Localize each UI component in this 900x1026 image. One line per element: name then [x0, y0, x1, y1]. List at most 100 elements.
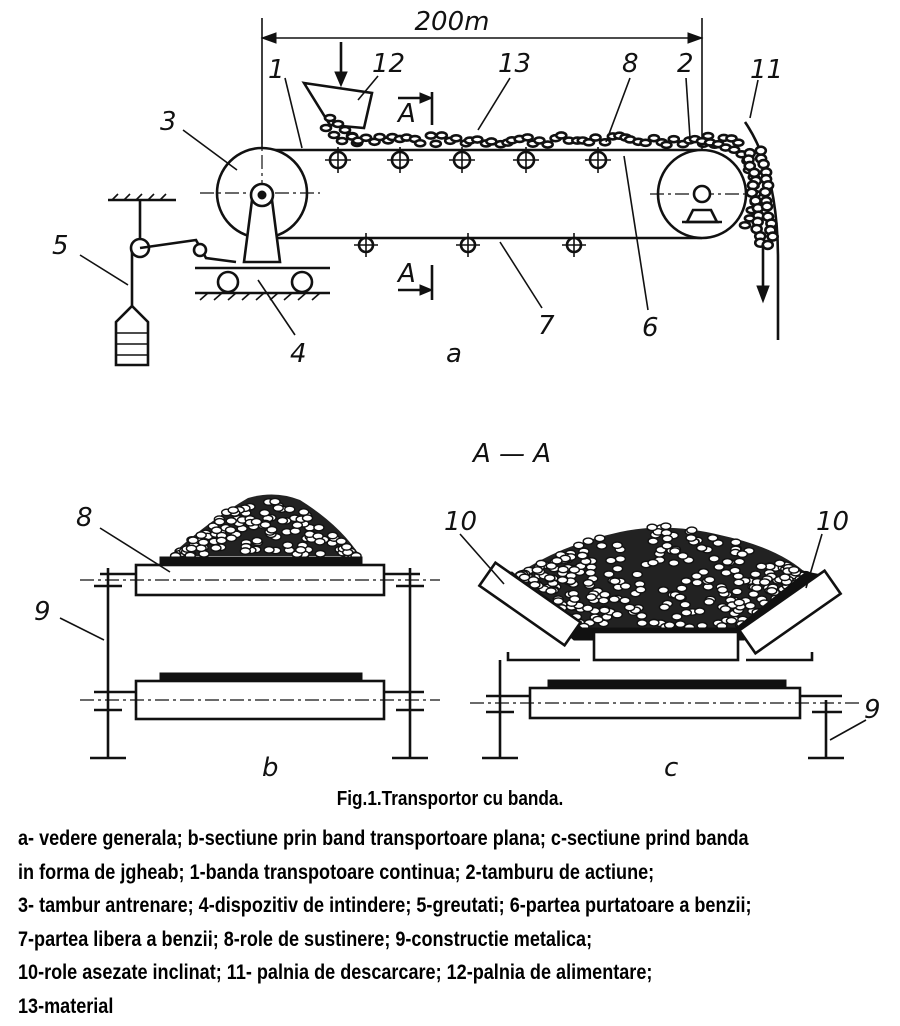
weights: [114, 304, 150, 367]
label-9-b: 9: [34, 597, 51, 627]
material-particle: [736, 550, 749, 559]
material-particle: [185, 544, 198, 553]
material-particle: [535, 559, 547, 568]
material-particle: [647, 558, 659, 567]
carrying-idler: [449, 147, 475, 173]
material-particle: [250, 517, 263, 526]
material-particle: [727, 145, 741, 155]
material-particle: [671, 612, 683, 621]
material-particle: [597, 596, 610, 605]
material-particle: [314, 537, 326, 546]
material-particle: [721, 557, 734, 566]
material-particle: [598, 606, 611, 615]
material-particle: [680, 577, 692, 585]
label-8-b: 8: [76, 503, 93, 533]
return-idler: [562, 233, 586, 257]
material-particle: [674, 620, 687, 629]
view-label-b: b: [262, 753, 279, 783]
feed-arrow-head: [334, 71, 348, 88]
label-7: 7: [538, 311, 555, 341]
legend-line: a- vedere generala; b-sectiune prin band…: [18, 827, 749, 850]
material-particle: [573, 541, 585, 550]
material-particle: [340, 543, 353, 551]
material-particle: [761, 239, 775, 251]
material-particle: [760, 201, 774, 212]
material-particle: [568, 565, 581, 574]
material-particle: [544, 574, 556, 582]
material-particle: [661, 534, 674, 543]
label-5: 5: [52, 231, 69, 261]
leader-10-right: [805, 533, 823, 589]
legend-line: 7-partea libera a benzii; 8-role de sust…: [18, 927, 593, 951]
material-particle: [576, 551, 589, 560]
label-10-right: 10: [816, 507, 849, 537]
material-particle: [611, 541, 623, 550]
leader-9c: [829, 719, 867, 741]
legend-line: in forma de jgheab; 1-banda transpotoare…: [18, 860, 655, 884]
legend-line: 13-material: [18, 994, 114, 1018]
material-particle: [608, 595, 620, 604]
frame-arm-right: [746, 652, 814, 662]
material-particle: [708, 554, 720, 563]
material-particle: [635, 611, 648, 620]
material-particle: [623, 603, 636, 612]
material-particle: [258, 508, 271, 517]
troughed-belt-section: 10 10 9 c: [444, 507, 881, 783]
material-particle: [435, 131, 449, 140]
material-particle: [582, 537, 594, 546]
material-particle: [758, 186, 772, 198]
troughed-belt-material: [514, 522, 812, 632]
material-particle: [725, 616, 738, 625]
material-particle: [225, 534, 238, 543]
leader-8b: [99, 527, 171, 573]
material-particle: [533, 136, 546, 145]
material-particle: [301, 514, 314, 523]
material-particle: [691, 578, 703, 587]
flat-belt-section: 8 9 b: [34, 494, 440, 783]
material-particle: [471, 135, 484, 144]
material-particle: [259, 520, 272, 529]
material-particle: [595, 541, 608, 550]
material-particle: [619, 596, 631, 605]
material-particle: [603, 570, 615, 579]
material-particle: [712, 539, 724, 547]
return-idlers: [354, 233, 586, 257]
label-6: 6: [642, 313, 659, 343]
material-particle: [282, 541, 294, 549]
material-particle: [213, 517, 226, 526]
material-particle: [732, 138, 745, 148]
material-particle: [697, 568, 710, 576]
dimension-arrow-right: [687, 32, 704, 44]
label-10-left: 10: [444, 507, 477, 537]
material-particle: [658, 603, 671, 612]
material-particle: [584, 568, 597, 577]
center-roller: [592, 630, 740, 662]
inclined-roller-left: [477, 560, 583, 648]
head-drum-hub: [692, 184, 712, 204]
material-particle: [636, 619, 648, 628]
label-12: 12: [372, 49, 405, 79]
material-particle: [276, 516, 289, 525]
figure-caption: Fig.1.Transportor cu banda.: [336, 788, 564, 810]
material-particle: [733, 557, 746, 566]
label-3: 3: [160, 107, 177, 137]
material-particle: [424, 131, 438, 140]
material-particle: [732, 572, 744, 581]
material-particle: [284, 505, 296, 514]
material-particle: [646, 523, 658, 532]
material-particle: [521, 133, 534, 142]
cable-guide: [192, 242, 208, 258]
material-particle: [639, 138, 652, 148]
general-view: 200m A A: [52, 7, 783, 369]
leader-4: [257, 279, 296, 336]
material-particle: [551, 556, 563, 565]
material-particle: [554, 131, 568, 140]
legend-line: 3- tambur antrenare; 4-dispozitiv de int…: [18, 894, 752, 917]
section-arrowhead-bottom: [419, 284, 434, 296]
material-particle: [605, 556, 617, 565]
ceiling-hatch: [111, 193, 167, 201]
material-particle: [744, 601, 757, 610]
leader-8: [605, 77, 631, 143]
material-particle: [663, 621, 676, 630]
material-particle: [215, 536, 228, 545]
